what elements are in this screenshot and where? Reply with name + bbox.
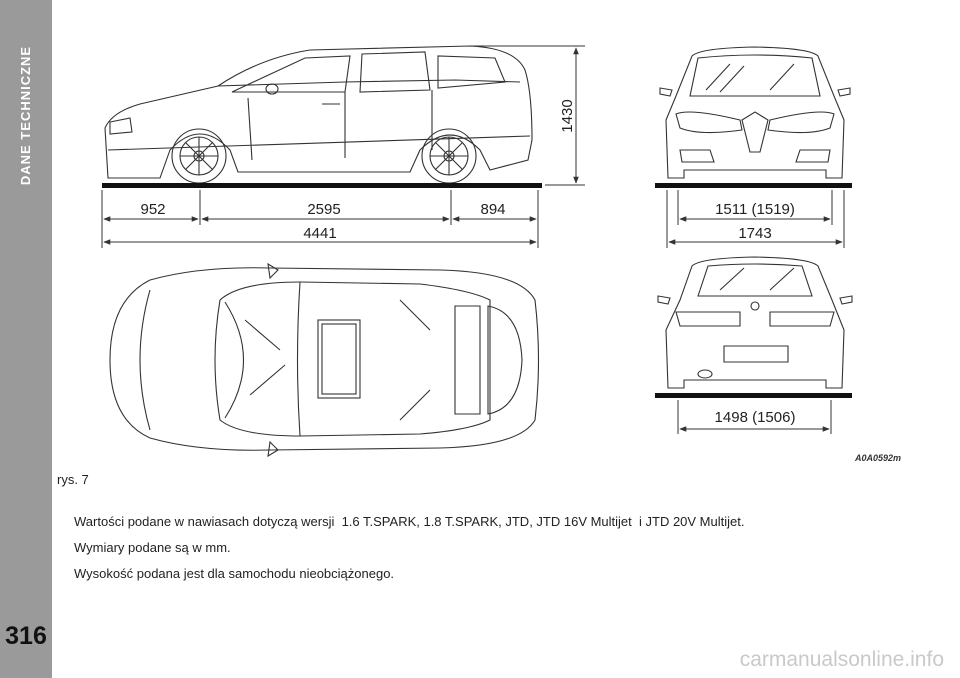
front-dimension-lines — [666, 190, 845, 248]
side-bar — [0, 0, 52, 678]
height-label: 1430 — [559, 99, 576, 132]
car-rear-view — [657, 256, 853, 389]
car-front-view — [659, 46, 851, 179]
figure-caption: rys. 7 — [57, 472, 89, 487]
figure-code: A0A0592m — [855, 453, 902, 463]
front-ground-line — [655, 183, 852, 188]
car-side-view — [104, 45, 533, 184]
rear-dimension-lines — [677, 400, 832, 434]
rear-overhang-label: 894 — [480, 201, 505, 218]
note-brackets: Wartości podane w nawiasach dotyczą wers… — [74, 514, 745, 529]
front-track-label: 1511 (1519) — [715, 201, 795, 218]
front-overhang-label: 952 — [140, 201, 165, 218]
rear-track-label: 1498 (1506) — [715, 409, 796, 426]
rear-ground-line — [655, 393, 852, 398]
car-top-view — [109, 262, 540, 458]
wheelbase-label: 2595 — [307, 201, 340, 218]
watermark: carmanualsonline.info — [739, 648, 944, 671]
page-number: 316 — [5, 622, 47, 650]
width-label: 1743 — [738, 225, 771, 242]
side-dimension-lines — [101, 45, 585, 248]
note-units: Wymiary podane są w mm. — [74, 540, 231, 555]
note-height: Wysokość podana jest dla samochodu nieob… — [74, 566, 395, 581]
length-label: 4441 — [303, 225, 336, 242]
ground-line — [102, 183, 542, 188]
